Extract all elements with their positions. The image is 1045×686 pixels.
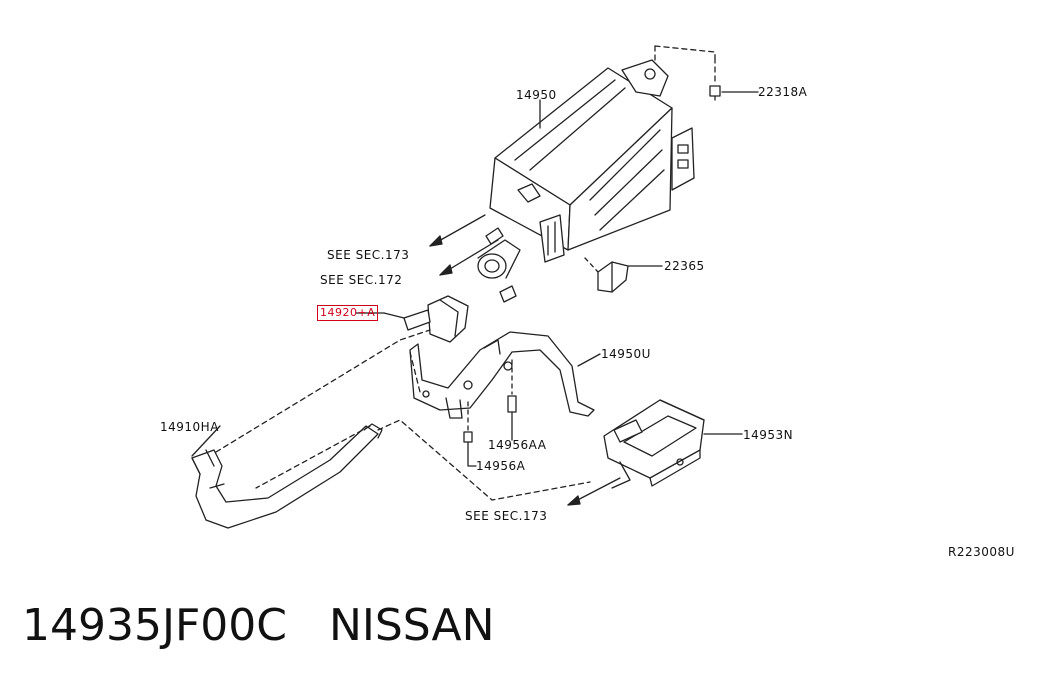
label-leaders [355, 99, 541, 314]
label-see-sec-172: SEE SEC.172 [320, 273, 403, 287]
label-see-sec-173-top: SEE SEC.173 [327, 248, 410, 262]
label-14910ha: 14910HA [160, 420, 219, 434]
canister-drawing [477, 59, 695, 303]
label-14956a: 14956A [476, 459, 526, 473]
label-14920-a-highlighted: 14920+A [317, 305, 379, 321]
hose-14910ha-drawing [191, 423, 383, 529]
label-22365: 22365 [664, 259, 705, 273]
valve-22365-drawing [584, 257, 663, 293]
part-number: 14935JF00C [22, 600, 287, 651]
bracket-14950u-drawing [409, 331, 601, 419]
label-14953n: 14953N [743, 428, 794, 442]
label-14950: 14950 [516, 88, 557, 102]
dashed-leaders [215, 45, 716, 501]
part-caption: 14935JF00C NISSAN [22, 598, 495, 654]
label-14956aa: 14956AA [488, 438, 547, 452]
reference-arrows [429, 214, 621, 506]
connector-14920a-drawing [383, 295, 469, 343]
label-22318a: 22318A [758, 85, 808, 99]
label-see-sec-173-bottom: SEE SEC.173 [465, 509, 548, 523]
label-14950u: 14950U [601, 347, 651, 361]
bolt-22318a-drawing [709, 57, 759, 101]
brand-name: NISSAN [328, 600, 495, 651]
bolts-14956-drawing [463, 359, 517, 467]
filter-14953n-drawing [603, 399, 743, 489]
diagram-code: R223008U [948, 545, 1015, 559]
